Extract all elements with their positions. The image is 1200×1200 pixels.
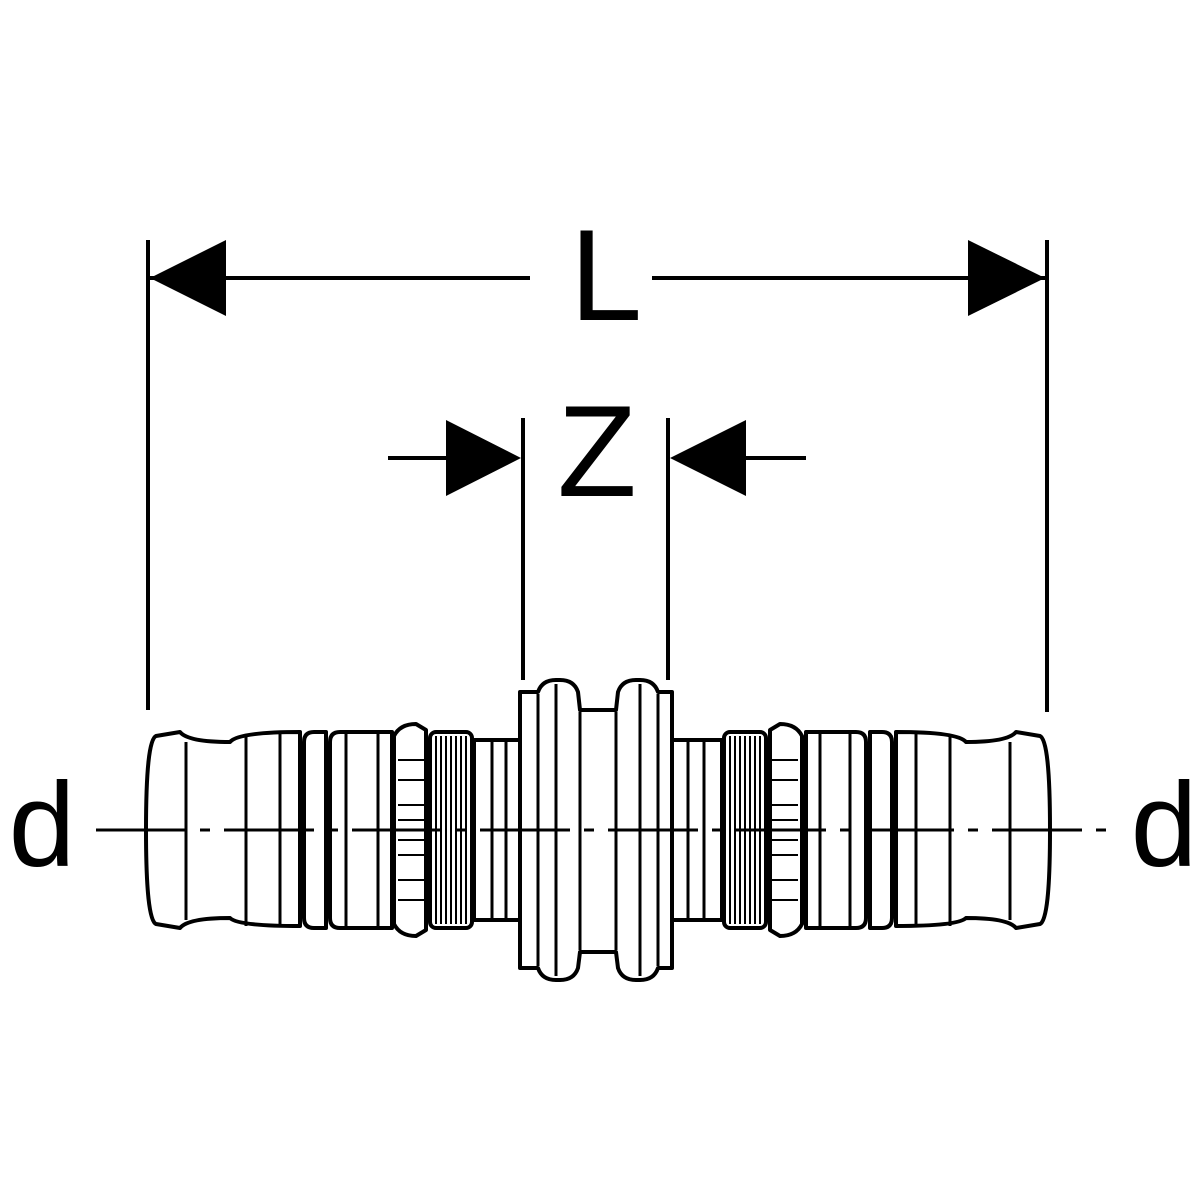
dimension-label-Z: Z [557,378,636,524]
right-grip-ring [768,722,804,938]
arrow-right-icon [968,240,1045,316]
arrow-left-icon [150,240,226,316]
left-sleeve [302,730,328,930]
center-collar [518,678,674,982]
right-sleeve [868,730,894,930]
right-grip-teeth [772,759,798,901]
diameter-label-right: d [1131,758,1198,892]
dimension-label-L: L [570,202,642,348]
arrow-z-left-icon [446,420,521,496]
left-sleeve-body [328,730,394,930]
dimension-L [146,240,1049,712]
diameter-label-left: d [9,758,76,892]
right-sleeve-body [804,730,868,930]
left-grip-ring [392,722,428,938]
left-grip-teeth [398,759,424,901]
dimension-Z [388,418,806,680]
arrow-z-right-icon [670,420,746,496]
